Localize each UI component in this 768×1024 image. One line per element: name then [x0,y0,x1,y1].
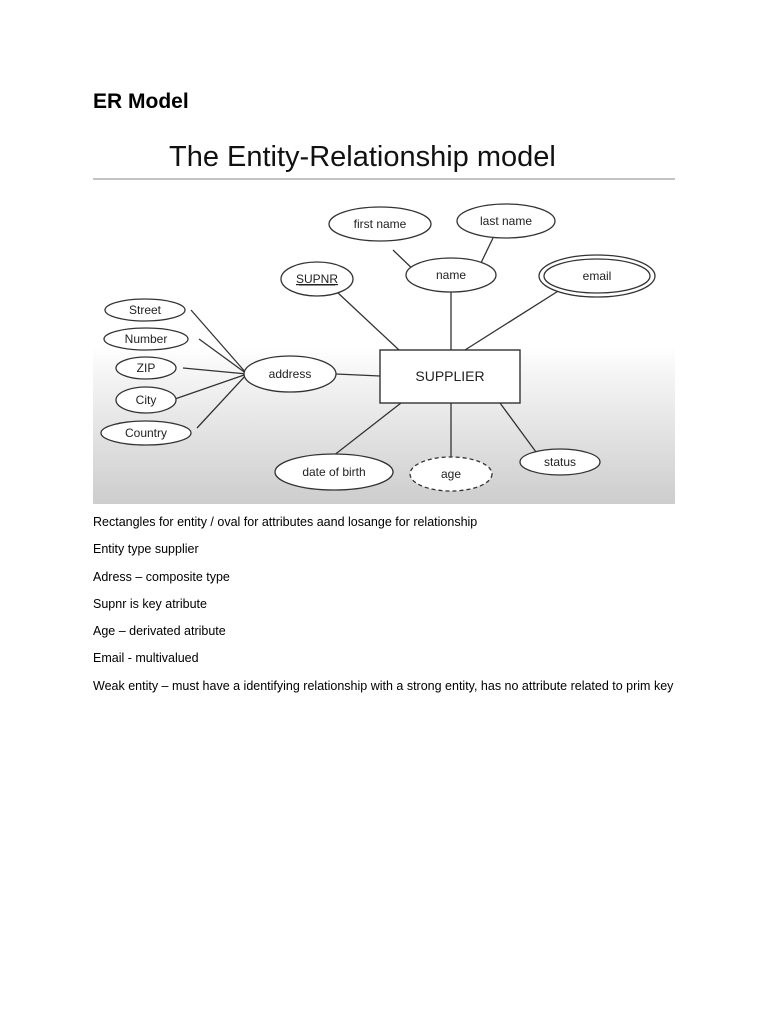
edge-supplier-supnr [336,291,400,351]
note-multivalued: Email - multivalued [93,651,199,666]
attr-age-derived: age [409,456,493,492]
note-entity-type: Entity type supplier [93,542,199,557]
entity-supplier: SUPPLIER [379,349,521,404]
er-diagram: The Entity-Relationship model SUPPLIER [93,130,675,504]
svg-text:City: City [136,393,157,407]
svg-text:Country: Country [125,426,167,440]
attr-address-composite: address [243,355,337,393]
edge-address-country [196,373,248,429]
svg-text:ZIP: ZIP [137,361,156,375]
svg-text:name: name [436,268,466,282]
attr-date-of-birth: date of birth [274,453,394,491]
diagram-title: The Entity-Relationship model [169,141,556,173]
edge-supplier-date-of-birth [332,402,402,457]
svg-text:SUPNR: SUPNR [296,272,338,286]
svg-text:email: email [583,269,612,283]
attr-status: status [519,448,601,476]
attr-country: Country [100,420,192,446]
svg-text:status: status [544,455,576,469]
edge-supplier-status [499,402,537,453]
svg-text:Street: Street [129,303,162,317]
notes-section: Rectangles for entity / oval for attribu… [93,514,683,705]
diagram-edges [171,237,564,457]
edge-address-street [190,309,248,375]
attr-email-multivalued: email [538,254,656,298]
attr-number: Number [103,327,189,351]
edge-address-number [198,338,248,375]
attr-supnr-key: SUPNR [280,261,354,297]
svg-text:first name: first name [354,217,407,231]
page-heading: ER Model [93,90,189,113]
attr-zip: ZIP [115,356,177,380]
attr-city: City [115,386,177,414]
note-key-attribute: Supnr is key atribute [93,596,207,611]
attr-last-name: last name [456,203,556,239]
edge-supplier-email [464,287,564,351]
edge-supplier-address [335,373,381,377]
edge-address-zip [182,367,248,375]
note-derived-attribute: Age – derivated atribute [93,624,226,639]
svg-text:age: age [441,467,461,481]
svg-text:address: address [269,367,312,381]
svg-text:Number: Number [125,332,168,346]
entity-supplier-label: SUPPLIER [415,368,484,384]
attr-first-name: first name [328,206,432,242]
figure-background [93,130,675,504]
attr-street: Street [104,298,186,322]
svg-text:date of birth: date of birth [302,465,365,479]
note-composite: Adress – composite type [93,569,230,584]
note-shapes: Rectangles for entity / oval for attribu… [93,515,478,529]
edge-address-city [171,373,248,401]
attr-name: name [405,257,497,293]
svg-text:last name: last name [480,214,532,228]
er-diagram-figure: The Entity-Relationship model SUPPLIER [93,130,675,504]
note-weak-entity: Weak entity – must have a identifying re… [93,678,674,693]
